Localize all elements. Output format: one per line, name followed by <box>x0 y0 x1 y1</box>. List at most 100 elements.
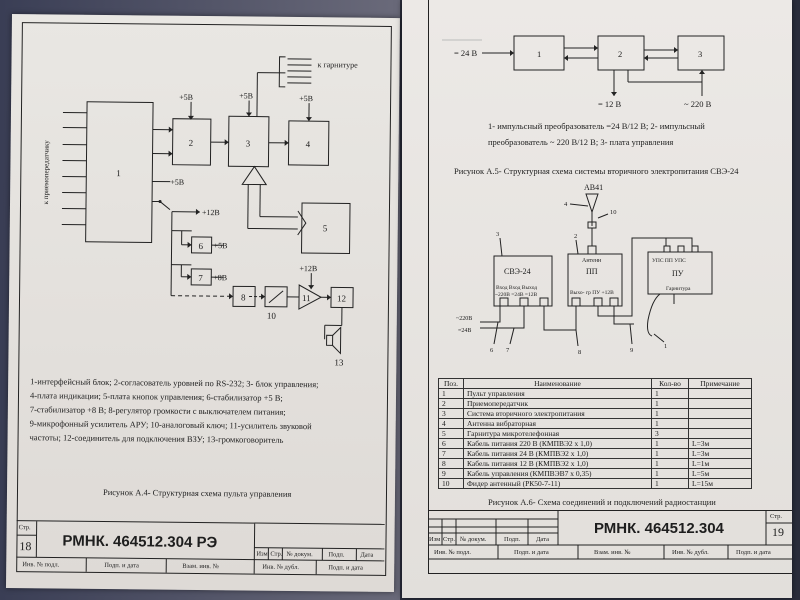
table-cell: Гарнитура микротелефонная <box>463 428 652 439</box>
table-header: Кол-во <box>651 378 689 389</box>
label-block-12: 12 <box>337 293 346 303</box>
table-cell: 1 <box>651 388 689 399</box>
voltage-block-7: +8В <box>213 273 227 282</box>
label-block-10: 10 <box>267 311 277 321</box>
psu-label-2: 2 <box>618 49 622 59</box>
table-cell: 5 <box>438 428 464 439</box>
pu-ports: УПС ПП УПС <box>652 258 686 264</box>
connection-diagram: АВ41 СВЭ-24 Вход Вход Выход ~220В =24В =… <box>456 183 713 356</box>
table-header: Наименование <box>463 378 652 389</box>
stamp-cell: Подп. <box>328 551 345 559</box>
table-cell: Пульт управления <box>463 388 652 399</box>
to-transceiver-label: к приемопередатчику <box>42 140 51 205</box>
table-cell: 6 <box>438 438 464 449</box>
table-cell: 3 <box>438 408 464 419</box>
num-label: 7 <box>506 347 510 354</box>
num-label: 2 <box>574 233 577 240</box>
table-cell: L=5м <box>688 468 752 479</box>
antenna <box>585 193 599 214</box>
block-5 <box>301 202 351 255</box>
stamp-cell: Дата <box>360 551 374 559</box>
voltage-block-11: +12В <box>299 264 317 273</box>
title-block: Стр. 18 РМНК. 464512.304 РЭ Изм Стр. № д… <box>16 520 385 575</box>
table-cell <box>688 398 752 409</box>
table-cell: L=1м <box>688 458 752 469</box>
table-cell: 10 <box>438 478 464 489</box>
num-label: 8 <box>578 349 581 356</box>
voltage-block-3: +5В <box>239 91 253 100</box>
label-block-6: 6 <box>199 241 204 251</box>
table-cell: 1 <box>651 478 689 489</box>
pu-headset-port: Гарнитура <box>666 286 691 292</box>
sheet-label: Стр. <box>18 524 31 532</box>
title-block: Изм Стр. № докум. Подп. Дата РМНК. 46451… <box>428 510 792 573</box>
table-cell: 7 <box>438 448 464 459</box>
label-block-1: 1 <box>116 168 121 178</box>
table-cell: 1 <box>651 408 689 419</box>
table-cell: Приемопередатчик <box>463 398 652 409</box>
num-label: 4 <box>564 201 568 208</box>
sheet-number: 18 <box>19 539 32 554</box>
sve-inputs: Вход Вход Выход <box>496 285 537 291</box>
num-label: 6 <box>490 347 494 354</box>
table-cell: L=3м <box>688 438 752 449</box>
table-cell: 1 <box>651 468 689 479</box>
label-block-8: 8 <box>241 292 246 302</box>
table-cell: Антенна вибраторная <box>463 418 652 429</box>
sve-inputs-voltages: ~220В =24В =12В <box>495 292 538 298</box>
num-label: 1 <box>664 343 667 350</box>
table-cell: 3 <box>651 428 689 439</box>
label-block-5: 5 <box>323 223 328 233</box>
block-13 <box>326 334 334 346</box>
label-block-11: 11 <box>302 293 311 303</box>
psu-legend-line: 1- импульсный преобразователь =24 В/12 В… <box>488 121 705 131</box>
num-label: 10 <box>610 209 617 216</box>
stamp-cell: Изм <box>256 550 268 558</box>
table-cell: 1 <box>651 458 689 469</box>
stamp-cell: Взам. инв. № <box>594 549 631 556</box>
sheet-number: 19 <box>772 525 784 539</box>
psu-caption: Рисунок А.5- Структурная схема системы в… <box>454 166 739 176</box>
stamp-cell: Инв. № дубл. <box>262 563 300 572</box>
voltage-switch: +12В <box>202 208 220 217</box>
sve-label: СВЭ-24 <box>504 267 531 276</box>
psu-legend-line: преобразователь ~ 220 В/12 В; 3- плата у… <box>488 137 674 147</box>
table-cell: 1 <box>651 448 689 459</box>
document-number: РМНК. 464512.304 <box>594 520 724 537</box>
psu-label-3: 3 <box>698 49 702 59</box>
legend: 1-интерфейсный блок; 2-согласователь уро… <box>29 374 386 448</box>
table-cell: 4 <box>438 418 464 429</box>
voltage-block-6: +5В <box>214 241 228 250</box>
psu-block-2 <box>597 35 645 71</box>
document-number: РМНК. 464512.304 РЭ <box>62 532 218 552</box>
num-label: 3 <box>496 231 499 238</box>
antenna-label: АВ41 <box>584 183 603 192</box>
psu-label-1: 1 <box>537 49 541 59</box>
table-cell: Кабель питания 12 В (КМПВЭ2 х 1,0) <box>463 458 652 469</box>
table-cell <box>688 418 752 429</box>
psu-output-12: = 12 В <box>598 99 622 109</box>
block-1 <box>85 101 154 243</box>
table-cell: L=3м <box>688 448 752 459</box>
table-cell <box>688 428 752 439</box>
stamp-cell: № докум. <box>460 536 487 543</box>
pp-ports: Выхо- гр ПУ +12В <box>570 290 614 296</box>
stamp-cell: Инв. № подл. <box>22 561 60 569</box>
table-cell: Кабель питания 24 В (КМПВЭ2 х 1,0) <box>463 448 652 459</box>
table-header: Примечание <box>688 378 752 389</box>
label-block-2: 2 <box>189 138 194 148</box>
left-page: 1 2 3 4 5 6 7 8 10 11 12 13 +5В +5В +5В … <box>5 14 400 593</box>
input-220v: ~220В <box>456 316 472 322</box>
stamp-cell: Подп. и дата <box>514 549 549 556</box>
figure-caption: Рисунок А.4- Структурная схема пульта уп… <box>102 486 292 499</box>
table-cell: 2 <box>438 398 464 409</box>
pu-label: ПУ <box>672 269 684 278</box>
table-cell <box>688 388 752 399</box>
